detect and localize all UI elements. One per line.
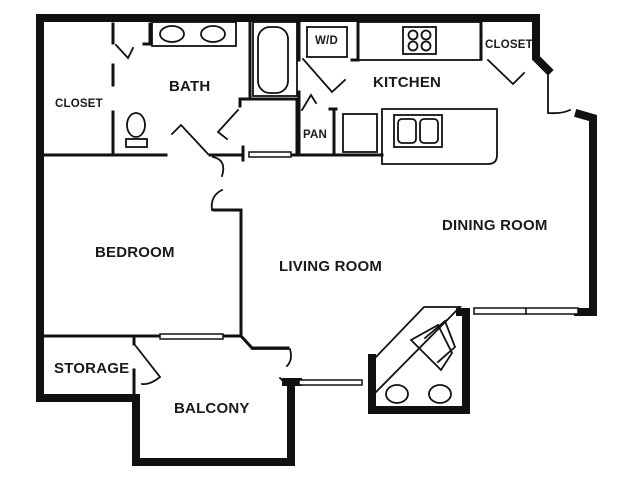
kitchen-sink <box>393 114 443 148</box>
room-label-dining-room: DINING ROOM <box>442 217 548 234</box>
bath-fixtures <box>125 21 298 148</box>
bathtub <box>252 21 298 97</box>
fixture-label-wd: W/D <box>315 35 338 47</box>
room-label-bedroom: BEDROOM <box>95 244 175 261</box>
room-label-storage: STORAGE <box>54 360 130 377</box>
fireplace <box>374 306 463 404</box>
room-label-closet-left: CLOSET <box>55 98 103 110</box>
cooktop <box>402 26 437 55</box>
room-label-pantry: PAN <box>303 129 328 141</box>
room-label-closet-right: CLOSET <box>485 39 533 51</box>
room-label-living-room: LIVING ROOM <box>279 258 383 275</box>
exterior-walls <box>36 14 597 466</box>
room-label-balcony: BALCONY <box>174 400 250 417</box>
windows <box>159 151 579 386</box>
washer-dryer <box>306 26 348 58</box>
door-swings <box>114 43 572 388</box>
room-label-bath: BATH <box>169 78 211 95</box>
room-label-kitchen: KITCHEN <box>373 74 442 91</box>
toilet <box>126 112 146 138</box>
vanity <box>151 21 237 47</box>
kitchen-fixtures <box>306 21 498 165</box>
dishwasher <box>342 113 378 153</box>
